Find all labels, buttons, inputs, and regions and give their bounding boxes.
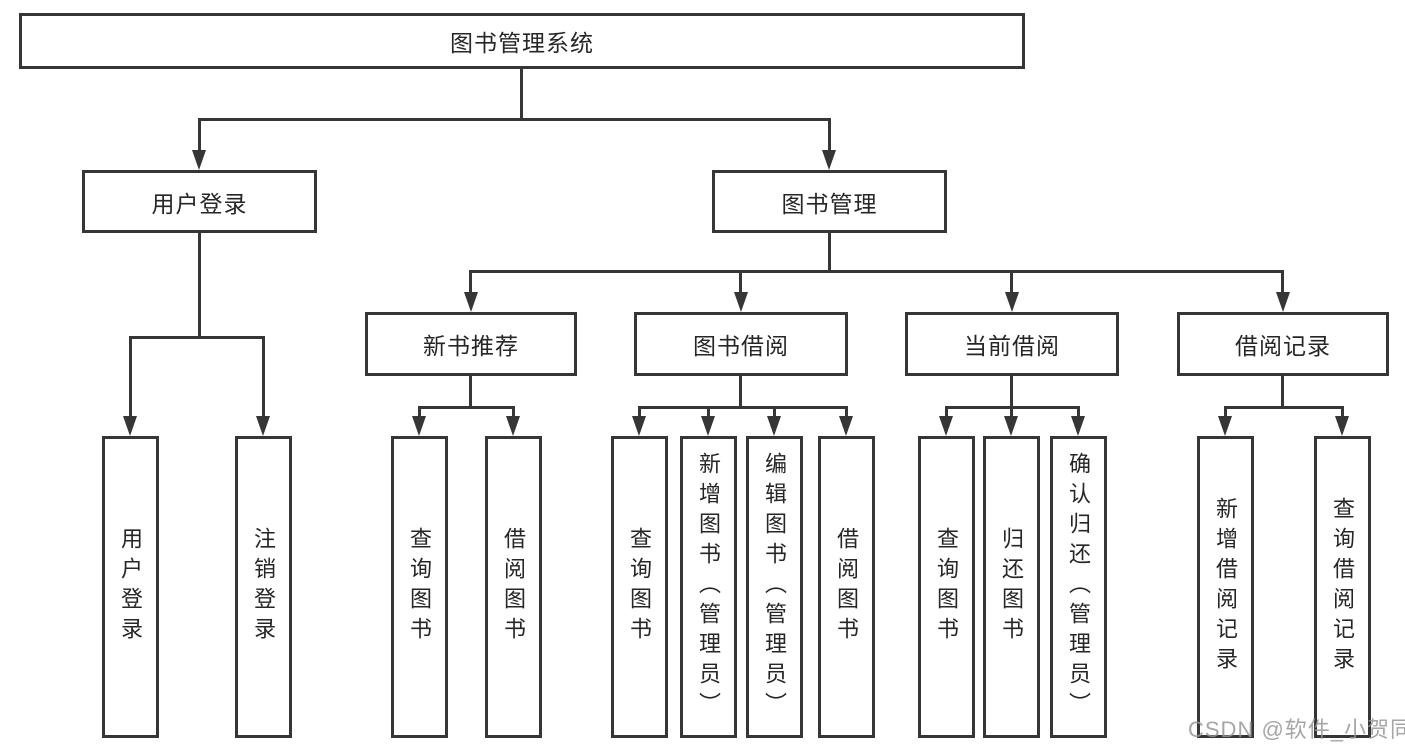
connector-borrowrecord-to-leaf (1341, 406, 1344, 418)
leaf-label: 借阅图书 (834, 527, 860, 647)
arrowhead-down-icon (839, 416, 853, 436)
leaf-current-query-books: 查询图书 (918, 436, 975, 738)
connector-root-to-management (828, 118, 831, 152)
leaf-label: 归还图书 (999, 527, 1025, 647)
node-label: 用户登录 (151, 190, 248, 217)
leaf-label: 查询图书 (407, 527, 433, 647)
arrowhead-down-icon (701, 416, 715, 436)
leaf-label: 用户登录 (118, 527, 144, 647)
arrowhead-down-icon (767, 416, 781, 436)
arrowhead-down-icon (256, 416, 270, 436)
connector-root-rail (198, 118, 831, 121)
node-borrowing-records: 借阅记录 (1177, 312, 1389, 376)
arrowhead-down-icon (192, 150, 206, 170)
connector-login-stem (198, 233, 201, 336)
connector-bookborrow-rail (638, 406, 848, 409)
connector-borrowrecord-stem (1281, 376, 1284, 406)
connector-currentborrow-to-leaf (945, 406, 948, 418)
node-label: 当前借阅 (964, 333, 1060, 359)
node-book-management: 图书管理 (712, 170, 947, 233)
arrowhead-down-icon (506, 416, 520, 436)
leaf-record-add-borrow-record: 新增借阅记录 (1197, 436, 1254, 738)
connector-newbook-to-leaf (418, 406, 421, 418)
connector-login-rail (129, 336, 265, 339)
connector-management-rail (469, 270, 1284, 273)
leaf-newbook-query-books: 查询图书 (391, 436, 448, 738)
connector-to-borrow-record (1281, 270, 1284, 294)
connector-management-stem (828, 233, 831, 270)
leaf-label: 借阅图书 (501, 527, 527, 647)
connector-newbook-to-leaf (512, 406, 515, 418)
connector-currentborrow-stem (1010, 376, 1013, 406)
node-library-management-system: 图书管理系统 (19, 13, 1025, 69)
connector-newbook-rail (418, 406, 515, 409)
arrowhead-down-icon (464, 292, 478, 312)
leaf-label: 查询借阅记录 (1330, 497, 1356, 677)
connector-currentborrow-to-leaf (1077, 406, 1080, 418)
connector-bookborrow-stem (739, 376, 742, 406)
node-label: 图书管理系统 (450, 30, 594, 56)
arrowhead-down-icon (1276, 292, 1290, 312)
leaf-borrow-query-books: 查询图书 (611, 436, 668, 738)
connector-currentborrow-to-leaf (1010, 406, 1013, 418)
arrowhead-down-icon (1218, 416, 1232, 436)
connector-borrowrecord-rail (1224, 406, 1344, 409)
csdn-watermark: CSDN @软件_小贺同学 (1188, 717, 1405, 742)
leaf-borrow-borrow-books: 借阅图书 (818, 436, 875, 738)
arrowhead-down-icon (1335, 416, 1349, 436)
connector-root-to-login (198, 118, 201, 152)
arrowhead-down-icon (939, 416, 953, 436)
connector-bookborrow-to-leaf (707, 406, 710, 418)
leaf-newbook-borrow-books: 借阅图书 (485, 436, 542, 738)
node-label: 图书管理 (781, 190, 878, 217)
connector-newbook-stem (469, 376, 472, 406)
connector-login-to-leaf (262, 336, 265, 418)
arrowhead-down-icon (632, 416, 646, 436)
connector-login-to-leaf (129, 336, 132, 418)
connector-to-book-borrow (739, 270, 742, 294)
leaf-label: 查询图书 (934, 527, 960, 647)
leaf-label: 新增借阅记录 (1213, 497, 1239, 677)
arrowhead-down-icon (1071, 416, 1085, 436)
arrowhead-down-icon (734, 292, 748, 312)
leaf-current-return-books: 归还图书 (983, 436, 1040, 738)
leaf-label: 确认归还（管理员） (1066, 452, 1092, 722)
leaf-record-query-borrow-record: 查询借阅记录 (1314, 436, 1371, 738)
node-label: 新书推荐 (423, 333, 519, 359)
connector-to-new-book (469, 270, 472, 294)
connector-bookborrow-to-leaf (845, 406, 848, 418)
node-current-borrowing: 当前借阅 (905, 312, 1119, 376)
connector-bookborrow-to-leaf (773, 406, 776, 418)
leaf-label: 新增图书（管理员） (696, 452, 722, 722)
node-new-book-recommendation: 新书推荐 (365, 312, 577, 376)
leaf-borrow-edit-books-admin: 编辑图书（管理员） (746, 436, 803, 738)
leaf-label: 查询图书 (627, 527, 653, 647)
connector-root-stem (520, 69, 523, 118)
leaf-label: 注销登录 (251, 527, 277, 647)
arrowhead-down-icon (412, 416, 426, 436)
connector-borrowrecord-to-leaf (1224, 406, 1227, 418)
arrowhead-down-icon (1005, 292, 1019, 312)
arrowhead-down-icon (123, 416, 137, 436)
node-label: 借阅记录 (1235, 333, 1331, 359)
leaf-label: 编辑图书（管理员） (762, 452, 788, 722)
node-user-login: 用户登录 (82, 170, 317, 233)
node-book-borrowing: 图书借阅 (634, 312, 848, 376)
leaf-logout: 注销登录 (235, 436, 292, 738)
arrowhead-down-icon (822, 150, 836, 170)
connector-bookborrow-to-leaf (638, 406, 641, 418)
connector-to-current-borrow (1010, 270, 1013, 294)
leaf-borrow-add-books-admin: 新增图书（管理员） (680, 436, 737, 738)
leaf-current-confirm-return-admin: 确认归还（管理员） (1050, 436, 1107, 738)
node-label: 图书借阅 (693, 333, 789, 359)
leaf-user-login: 用户登录 (102, 436, 159, 738)
arrowhead-down-icon (1004, 416, 1018, 436)
